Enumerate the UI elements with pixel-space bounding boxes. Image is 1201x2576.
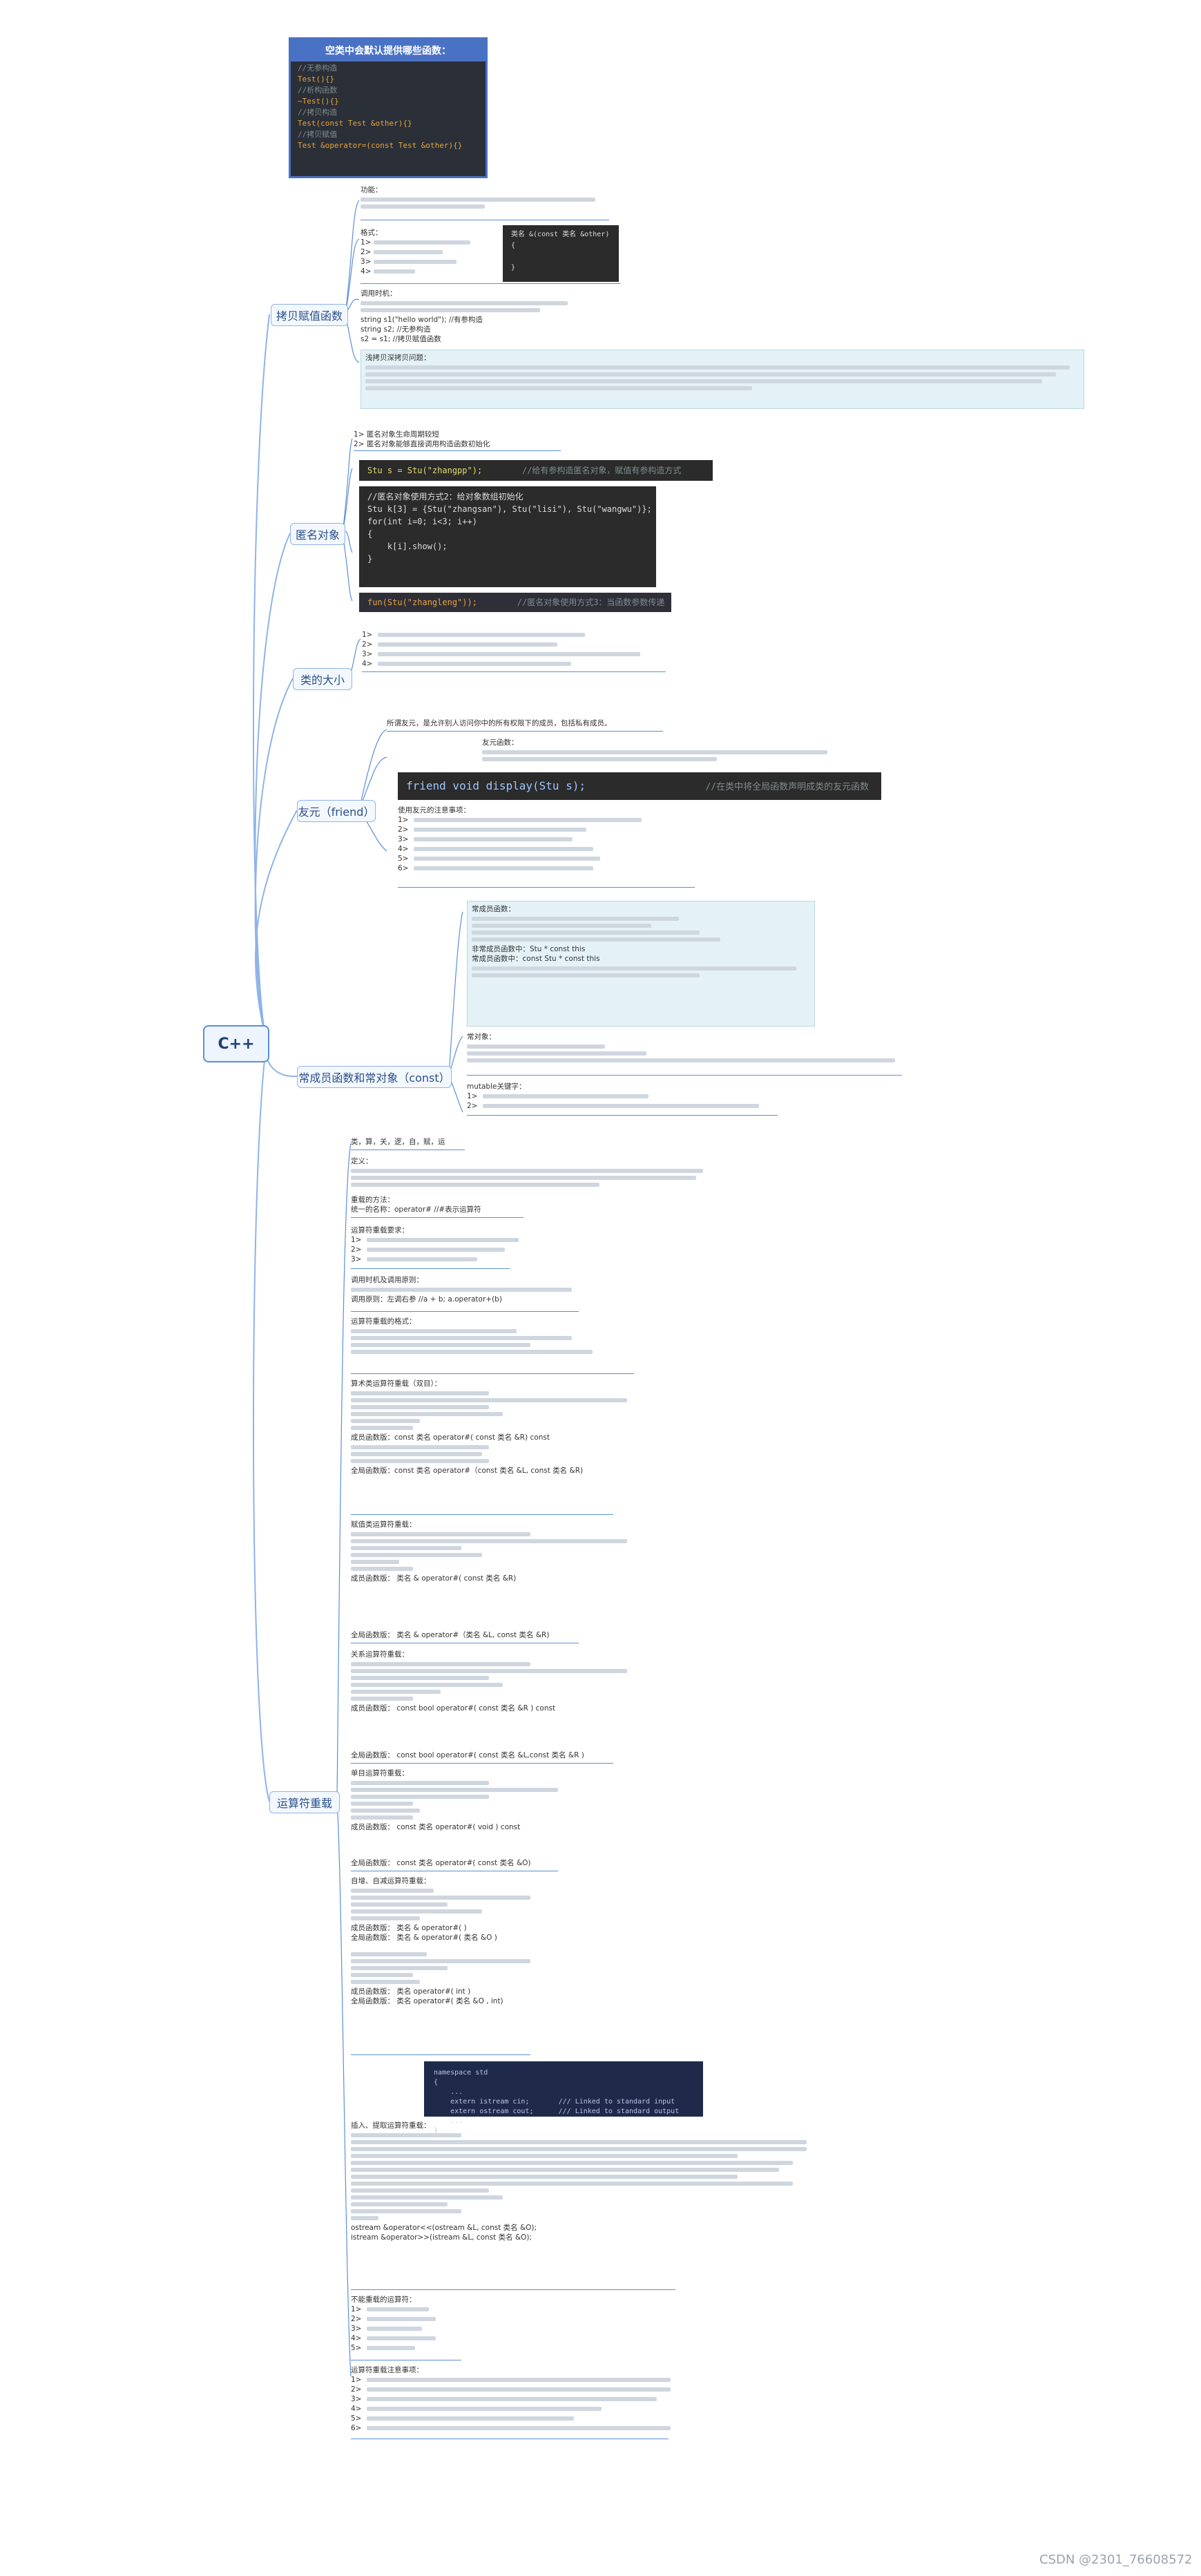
default-function-line: Test &operator=(const Test &other){} [298,141,463,150]
op-definition: 定义： [351,1156,715,1190]
numbered-line: 2> [351,1245,599,1254]
watermark: CSDN @2301_76608572 [1039,2553,1193,2567]
op-format: 运算符重载的格式： [351,1317,641,1357]
class-size-notes: 1> 2> 3> 4> [362,630,666,669]
numbered-line: 1> [351,2375,696,2385]
numbered-line: 1> [351,2305,530,2314]
numbered-line: 5> [398,854,702,864]
op-method: 重载的方法： 统一的名称：operator# //#表示运算符 [351,1196,481,1214]
default-function-line: Test(const Test &other){} [298,119,412,128]
friend-code: friend void display(Stu s); //在类中将全局函数声明… [398,772,881,800]
anonymous-notes: 1> 匿名对象生命周期较短 2> 匿名对象能够直接调用构造函数初始化 [354,430,490,448]
anonymous-code-2: //匿名对象使用方式2：给对象数组初始化 Stu k[3] = {Stu("zh… [359,486,656,587]
numbered-line: 3> [351,2394,696,2404]
op-arith: 算术类运算符重载（双目）： 成员函数版：const 类名 operator#( … [351,1379,655,1476]
op-not-overloadable: 不能重载的运算符： 1> 2> 3> 4> 5> [351,2295,530,2353]
branch-const-member[interactable]: 常成员函数和常对象（const） [297,1066,452,1088]
numbered-line: 4> [351,2334,530,2343]
numbered-line: 2> [362,640,666,649]
default-function-line: //无参构造 [298,64,338,73]
numbered-line: 5> [351,2343,530,2353]
numbered-line: 3> [362,649,666,659]
branch-class-size[interactable]: 类的大小 [293,668,352,690]
default-function-line: //析构函数 [298,86,338,95]
numbered-line: 2> [351,2314,530,2324]
root-node[interactable]: C++ [203,1025,269,1062]
branch-friend[interactable]: 友元（friend） [297,800,376,822]
friend-notes: 使用友元的注意事项： 1> 2> 3> 4> 5> 6> [398,805,702,873]
op-unary-global: 全局函数版： const 类名 operator#( const 类名 &O) [351,1859,531,1867]
anonymous-code-3: fun(Stu("zhangleng")); //匿名对象使用方式3：当函数参数… [359,593,671,612]
op-assign: 赋值类运算符重载： 成员函数版： 类名 & operator#( const 类… [351,1520,641,1583]
const-object-box: 常对象： [467,1032,909,1065]
numbered-line: 3> [351,1254,599,1264]
op-incdec: 自增、自减运算符重载： 成员函数版： 类名 & operator#( ) 全局函… [351,1876,641,2006]
numbered-line: 4> [398,844,702,854]
op-relational: 关系运算符重载： 成员函数版： const bool operator#( co… [351,1650,641,1713]
op-assign-global: 全局函数版： 类名 & operator#（类名 &L, const 类名 &R… [351,1631,550,1639]
default-functions-box: 空类中会默认提供哪些函数： //无参构造 Test(){} //析构函数 ~Test(… [289,37,488,178]
mutable-box: mutable关键字： 1> 2> [467,1082,785,1111]
numbered-line: 5> [351,2414,696,2423]
numbered-line: 6> [398,864,702,873]
numbered-line: 2> [351,2385,696,2394]
default-function-line: //拷贝赋值 [298,130,338,139]
numbered-line: 2> [467,1101,785,1111]
op-head: 类，算，关，逻，自，赋，运 [351,1138,445,1146]
friend-intro: 所谓友元，是允许别人访问你中的所有权限下的成员，包括私有成员。 [387,719,612,727]
shallow-deep-copy-note: 浅拷贝深拷贝问题： [361,350,1084,409]
default-function-line: ~Test(){} [298,97,339,106]
numbered-line: 1> [467,1091,785,1101]
op-io: 插入、提取运算符重载： ostream &operator<<(ostream … [351,2121,834,2242]
copy-assign-format-code: 类名 &(const 类名 &other) { } [503,225,619,282]
numbered-line: 4> [362,659,666,669]
numbered-line: 3> [398,834,702,844]
numbered-line: 6> [351,2423,696,2433]
copy-assign-call: 调用时机： string s1("hello world"); //有参构造 s… [361,289,609,344]
copy-assign-function: 功能： [361,185,609,211]
default-functions-code: //无参构造 Test(){} //析构函数 ~Test(){} //拷贝构造 Test(… [291,61,486,153]
numbered-line: 1> [398,815,702,825]
numbered-line: 2> [398,825,702,834]
branch-operator-overload[interactable]: 运算符重载 [269,1791,340,1813]
op-unary: 单目运算符重载： 成员函数版： const 类名 operator#( void… [351,1768,641,1832]
anonymous-code-1: Stu s = Stu("zhangpp"); //给有参构造匿名对象，赋值有参… [359,460,713,481]
numbered-line: 1> [351,1235,599,1245]
numbered-line: 1> [362,630,666,640]
default-function-line: Test(){} [298,75,334,84]
op-relational-global: 全局函数版： const bool operator#( const 类名 &L… [351,1751,584,1759]
const-member-func-box: 常成员函数： 非常成员函数中：Stu * const this 常成员函数中：c… [467,901,815,1027]
namespace-std-code: namespace std { ... extern istream cin; … [424,2061,703,2135]
numbered-line: 3> [351,2324,530,2334]
branch-anonymous[interactable]: 匿名对象 [290,523,345,545]
op-requirements: 运算符重载要求： 1> 2> 3> [351,1225,599,1264]
numbered-line: 4> [351,2404,696,2414]
branch-copy-assign[interactable]: 拷贝赋值函数 [271,304,348,326]
op-call-principle: 调用时机及调用原则： 调用原则：左调右参 //a + b; a.operator… [351,1275,627,1304]
copy-assign-format: 格式： 1> 2> 3> 4> [361,228,499,276]
friend-global-func: 友元函数： [482,738,841,764]
default-functions-title: 空类中会默认提供哪些函数： [291,39,486,61]
default-function-line: //拷贝构造 [298,108,338,117]
op-notes: 运算符重载注意事项： 1> 2> 3> 4> 5> 6> [351,2365,696,2433]
